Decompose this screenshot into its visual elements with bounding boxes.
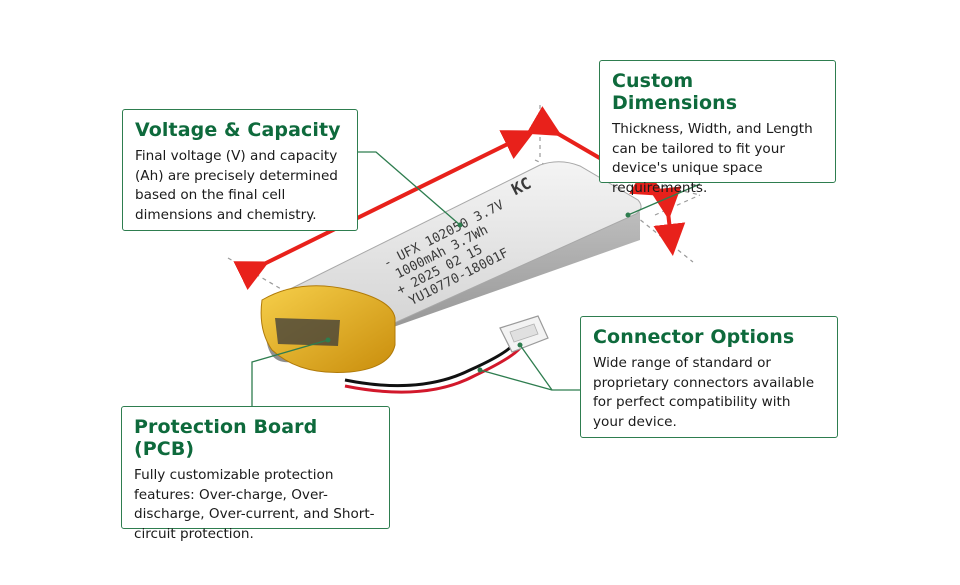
connector-options-callout: Connector Options Wide range of standard… [580,316,838,438]
length-arrow [233,130,536,290]
connector-options-body: Wide range of standard or proprietary co… [593,355,815,430]
dimensions-leader [627,183,701,216]
battery-pouch [260,161,642,373]
custom-dimensions-title: Custom Dimensions [612,70,738,114]
leader-lines [251,151,701,406]
protection-board-title: Protection Board (PCB) [134,416,318,460]
connector-wires [344,341,522,394]
connector-options-title: Connector Options [593,326,795,348]
leader-dots [325,212,631,373]
thickness-arrow [649,186,686,256]
protection-board-callout: Protection Board (PCB) Fully customizabl… [121,406,390,542]
connector-plug [499,315,549,353]
connector-leader-2 [479,369,553,391]
voltage-capacity-callout: Voltage & Capacity Final voltage (V) and… [122,109,358,231]
protection-board-body: Fully customizable protection features: … [134,467,375,542]
voltage-capacity-title: Voltage & Capacity [135,119,341,141]
custom-dimensions-callout: Custom Dimensions Thickness, Width, and … [599,60,836,196]
voltage-capacity-body: Final voltage (V) and capacity (Ah) are … [135,148,338,223]
pcb-leader [251,339,329,406]
voltage-leader [356,151,461,226]
custom-dimensions-body: Thickness, Width, and Length can be tail… [612,121,813,196]
